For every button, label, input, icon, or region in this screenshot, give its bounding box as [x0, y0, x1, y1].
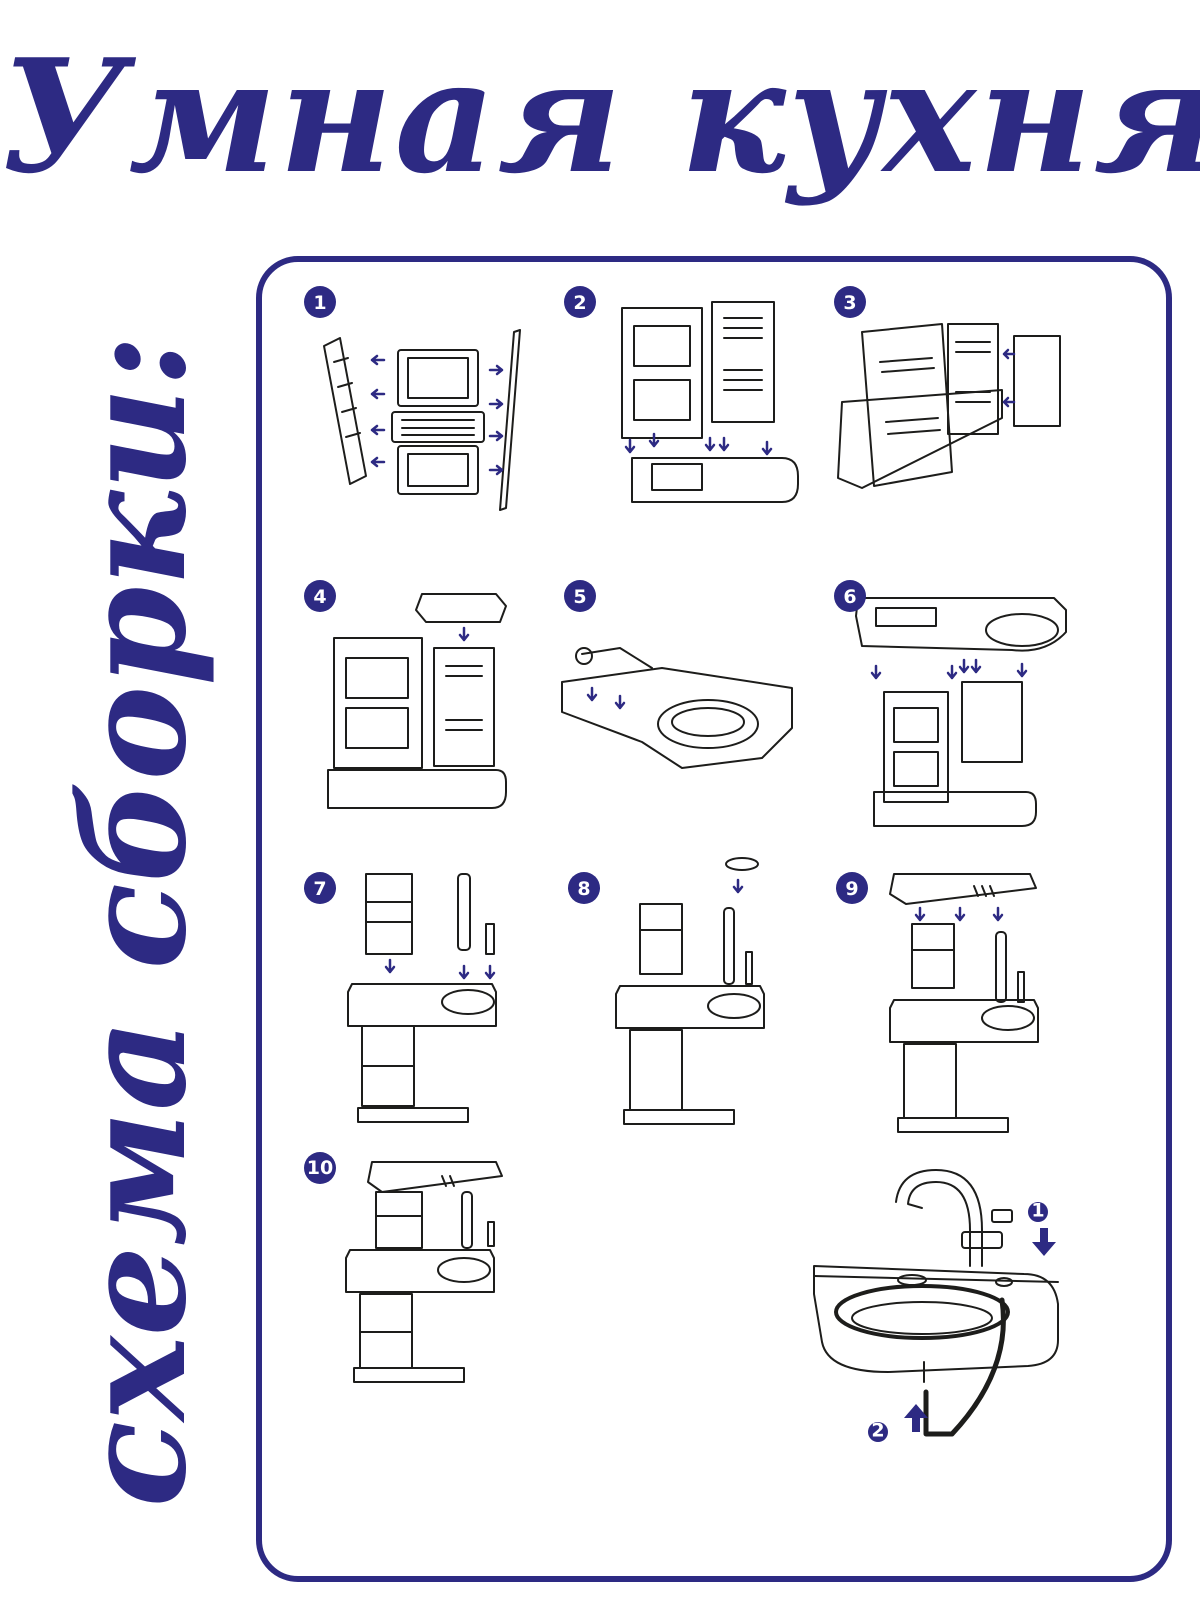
step-4-badge: 4 [304, 580, 336, 612]
step-1-illustration [323, 329, 521, 511]
step-10-badge-circle [304, 1152, 336, 1184]
step-10-badge: 10 [304, 1152, 336, 1184]
page-title: Умная кухня [0, 25, 1200, 208]
faucet-detail-illustration [813, 1169, 1059, 1437]
step-9-badge-circle [836, 872, 868, 904]
step-9-illustration [889, 873, 1039, 1133]
faucet-step-2-badge-label: 2 [871, 1420, 884, 1442]
step-6-badge-label: 6 [843, 586, 856, 608]
step-8-badge-circle [568, 872, 600, 904]
step-3-badge-circle [834, 286, 866, 318]
step-6-badge-circle [834, 580, 866, 612]
step-4-badge-label: 4 [313, 586, 326, 608]
side-title: схема сборки: [52, 334, 218, 1508]
step-2-illustration [621, 301, 799, 503]
faucet-step-2-badge: 2 [868, 1420, 888, 1442]
step-10-badge-label: 10 [307, 1157, 333, 1179]
step-9-badge-label: 9 [845, 878, 858, 900]
faucet-step-badges: 12 [868, 1200, 1048, 1442]
step-5-illustration [561, 647, 793, 769]
step-3-badge: 3 [834, 286, 866, 318]
step-10-illustration [345, 1161, 503, 1383]
step-4-arrows [458, 626, 470, 642]
step-9-badge: 9 [836, 872, 868, 904]
step-4-badge-circle [304, 580, 336, 612]
step-8-badge-label: 8 [577, 878, 590, 900]
step-2-badge-label: 2 [573, 292, 586, 314]
step-2-badge-circle [564, 286, 596, 318]
step-1-badge: 1 [304, 286, 336, 318]
step-1-badge-circle [304, 286, 336, 318]
step-7-badge-label: 7 [313, 878, 326, 900]
step-6-arrows [870, 658, 1028, 680]
step-2-arrows [624, 432, 773, 456]
step-5-badge: 5 [564, 580, 596, 612]
step-5-badge-circle [564, 580, 596, 612]
step-3-badge-label: 3 [843, 292, 856, 314]
step-badges: 1 2 3 4 5 6 7 8 9 10 [304, 286, 868, 1184]
step-6-illustration [855, 597, 1067, 827]
step-3-arrows [1002, 348, 1016, 408]
step-7-badge: 7 [304, 872, 336, 904]
step-2-badge: 2 [564, 286, 596, 318]
step-6-badge: 6 [834, 580, 866, 612]
step-9-arrows [914, 906, 1004, 922]
faucet-step-2-badge-circle [868, 1422, 888, 1442]
step-7-arrows [384, 958, 496, 980]
faucet-arrows [904, 1228, 1056, 1432]
faucet-step-1-badge: 1 [1028, 1200, 1048, 1222]
step-1-arrows [370, 354, 504, 476]
step-1-badge-label: 1 [313, 292, 326, 314]
step-8-illustration [615, 857, 765, 1125]
step-4-illustration [327, 593, 507, 809]
faucet-step-1-badge-label: 1 [1031, 1200, 1044, 1222]
step-8-badge: 8 [568, 872, 600, 904]
step-8-arrows [732, 878, 744, 894]
step-5-arrows [586, 686, 626, 710]
step-7-badge-circle [304, 872, 336, 904]
step-3-illustration [837, 323, 1061, 489]
step-5-badge-label: 5 [573, 586, 586, 608]
step-7-illustration [347, 873, 497, 1123]
faucet-step-1-badge-circle [1028, 1202, 1048, 1222]
side-title-container: схема сборки: [40, 256, 230, 1586]
